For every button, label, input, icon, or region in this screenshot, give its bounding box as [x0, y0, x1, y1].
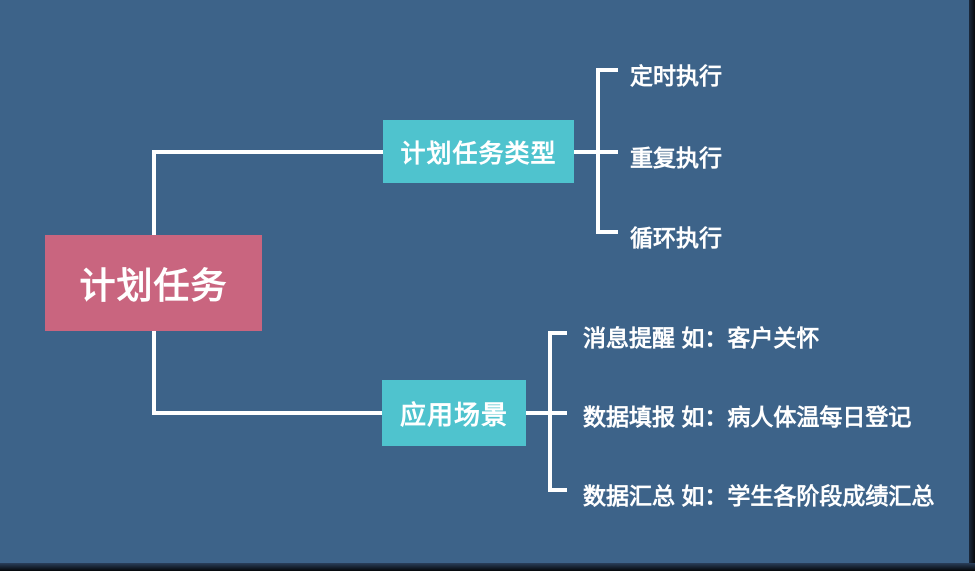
branch1-leaf2-stub-line: [596, 150, 618, 154]
window-edge-bottom-shadow: [0, 563, 975, 571]
branch1-leaf3-stub-line: [596, 230, 618, 234]
root-node-planned-tasks: 计划任务: [45, 235, 262, 331]
leaf-message-reminder: 消息提醒 如：客户关怀: [583, 325, 820, 351]
trunk-to-branch1-line: [152, 150, 383, 154]
branch2-leaf3-stub-line: [548, 488, 567, 492]
leaf-timed-execution: 定时执行: [630, 63, 722, 89]
window-edge-right-shadow: [969, 0, 975, 571]
leaf-data-summary: 数据汇总 如：学生各阶段成绩汇总: [583, 483, 935, 509]
root-node-label: 计划任务: [79, 265, 228, 306]
branch2-elbow-connector-line: [526, 411, 550, 415]
leaf-data-entry: 数据填报 如：病人体温每日登记: [583, 404, 912, 430]
trunk-to-branch2-line: [152, 411, 382, 415]
branch-node-application-scenarios-label: 应用场景: [399, 399, 508, 430]
leaf-loop-execution: 循环执行: [630, 225, 722, 251]
branch-node-application-scenarios: 应用场景: [382, 380, 526, 446]
branch2-leaf1-stub-line: [548, 331, 567, 335]
branch2-leaf2-stub-line: [548, 411, 567, 415]
branch1-leaf1-stub-line: [596, 68, 618, 72]
leaf-repeated-execution: 重复执行: [630, 145, 722, 171]
branch-node-task-types-label: 计划任务类型: [400, 139, 557, 168]
branch1-elbow-connector-line: [574, 150, 598, 154]
branch-node-task-types: 计划任务类型: [383, 120, 574, 183]
